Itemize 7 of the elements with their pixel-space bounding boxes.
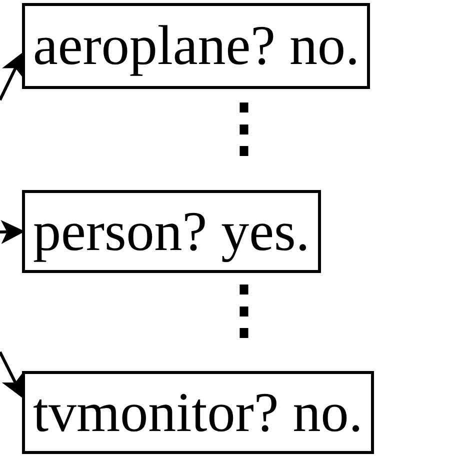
vertical-ellipsis: ⋮ xyxy=(212,278,252,342)
label-box: tvmonitor? no. xyxy=(22,371,374,454)
label-box: aeroplane? no. xyxy=(22,3,370,89)
arrow xyxy=(0,351,24,399)
arrow xyxy=(0,52,24,101)
label-box: person? yes. xyxy=(22,190,321,273)
vertical-ellipsis: ⋮ xyxy=(212,96,252,160)
